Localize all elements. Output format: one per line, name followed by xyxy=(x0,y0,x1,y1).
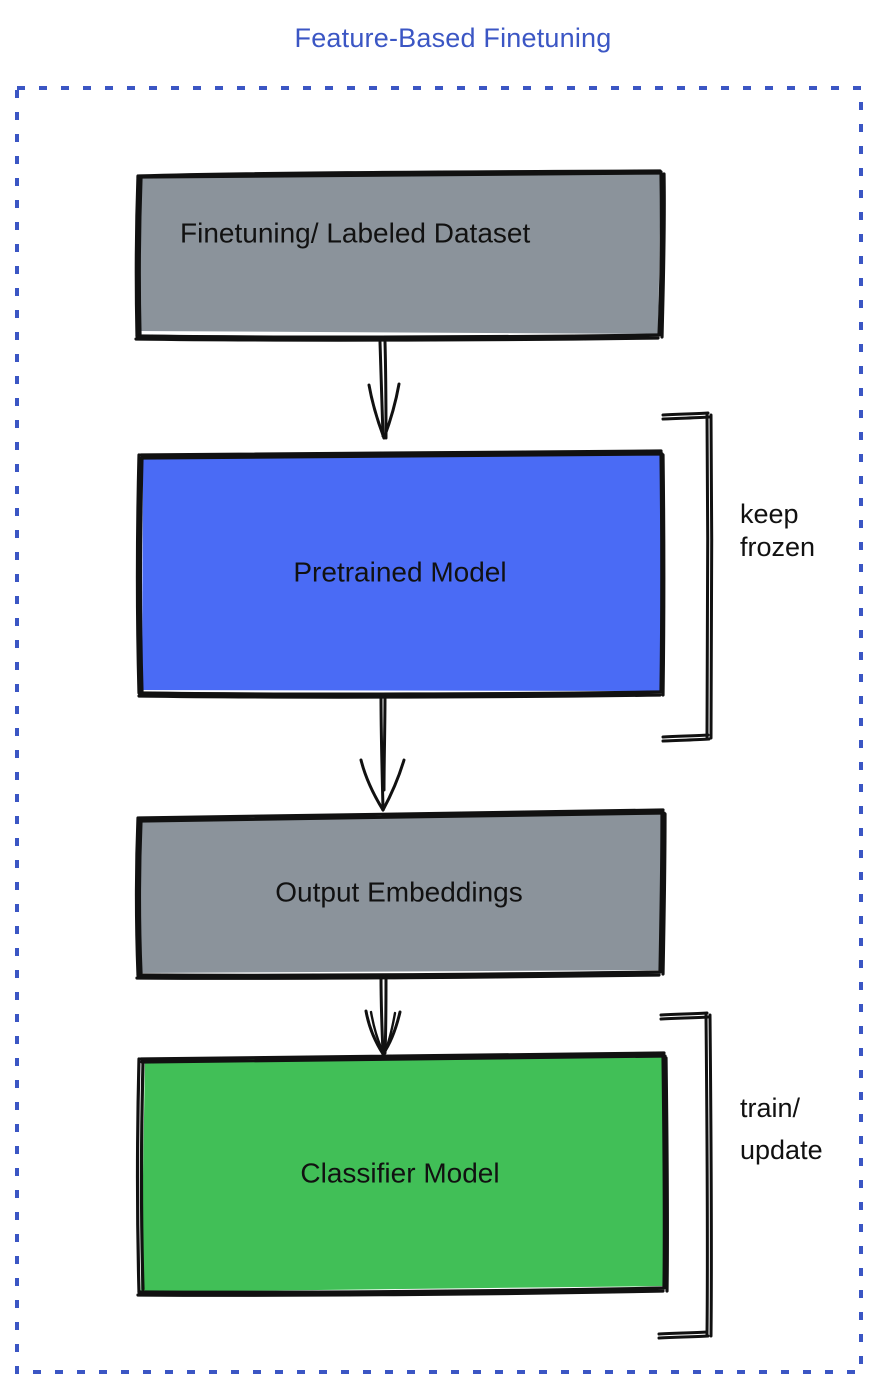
node-pretrained-model[interactable]: Pretrained Model xyxy=(135,449,666,699)
node-output-embeddings-fill xyxy=(140,812,662,973)
annotation-train-update-line-1: train/ xyxy=(740,1093,801,1123)
node-pretrained-bottom-edge xyxy=(137,690,663,699)
node-classifier-right-edge xyxy=(661,1053,670,1293)
arrow-2-head-left xyxy=(359,758,385,812)
node-dataset-bottom-edge xyxy=(134,333,661,342)
arrow-1-head-left xyxy=(367,383,386,440)
diagram-title: Feature-Based Finetuning xyxy=(295,23,612,53)
node-dataset-top-edge xyxy=(136,169,662,179)
arrow-1-shaft-b xyxy=(383,340,388,440)
node-classifier-model-fill xyxy=(141,1055,664,1292)
keep-frozen-bracket-top-arm xyxy=(661,411,711,421)
node-output-embeddings-label: Output Embeddings xyxy=(275,876,523,907)
node-finetuning-labeled-dataset[interactable]: Finetuning/ Labeled Dataset xyxy=(134,169,666,342)
node-classifier-left-edge xyxy=(135,1057,145,1294)
arrow-3-shaft-b xyxy=(383,975,388,1055)
node-classifier-bottom-edge xyxy=(136,1286,666,1297)
keep-frozen-bracket-spine xyxy=(705,412,714,740)
node-output-embeddings[interactable]: Output Embeddings xyxy=(134,808,667,980)
node-pretrained-model-fill xyxy=(142,452,661,691)
node-embeddings-bottom-edge xyxy=(135,970,662,980)
outer-dashed-frame xyxy=(15,86,863,1374)
arrow-3-head-left-inner xyxy=(369,1010,386,1056)
node-pretrained-left-edge xyxy=(135,453,144,695)
node-classifier-top-edge xyxy=(139,1051,667,1064)
node-pretrained-model-label: Pretrained Model xyxy=(293,556,506,587)
node-pretrained-right-edge xyxy=(659,450,666,697)
annotation-train-update-line-2: update xyxy=(740,1135,823,1165)
node-finetuning-labeled-dataset-fill xyxy=(138,172,661,334)
keep-frozen-bracket-bottom-arm xyxy=(661,733,711,743)
arrow-1-head-right xyxy=(382,382,401,440)
node-dataset-left-edge xyxy=(134,174,143,338)
node-classifier-model-label: Classifier Model xyxy=(300,1157,499,1188)
arrow-2-shaft-b xyxy=(382,695,387,792)
train-update-bracket-bottom-arm xyxy=(657,1330,710,1340)
annotation-train-update: train/ update xyxy=(657,1011,823,1340)
arrow-1-shaft-a xyxy=(378,340,385,438)
node-dataset-right-edge xyxy=(657,170,666,339)
node-classifier-model[interactable]: Classifier Model xyxy=(135,1051,670,1297)
arrow-3-head-right-inner xyxy=(382,1011,397,1056)
arrow-2-shaft-a xyxy=(379,694,385,810)
annotation-keep-frozen: keep frozen xyxy=(661,411,815,743)
node-pretrained-top-edge xyxy=(139,449,664,460)
train-update-bracket-spine xyxy=(704,1012,713,1338)
arrow-dataset-to-pretrained-model xyxy=(367,340,401,440)
annotation-keep-frozen-line-2: frozen xyxy=(740,532,815,562)
train-update-bracket-top-arm xyxy=(659,1011,710,1021)
node-embeddings-top-edge xyxy=(137,808,666,823)
node-embeddings-left-edge xyxy=(134,816,143,977)
arrow-3-head-left xyxy=(364,1009,385,1056)
arrow-output-embeddings-to-classifier-model xyxy=(364,974,402,1056)
arrow-3-shaft-a xyxy=(379,974,385,1055)
arrow-pretrained-model-to-output-embeddings xyxy=(359,694,406,812)
node-embeddings-right-edge xyxy=(658,810,667,976)
node-finetuning-labeled-dataset-label: Finetuning/ Labeled Dataset xyxy=(180,217,530,248)
arrow-2-head-right xyxy=(381,758,406,812)
annotation-keep-frozen-line-1: keep xyxy=(740,499,799,529)
